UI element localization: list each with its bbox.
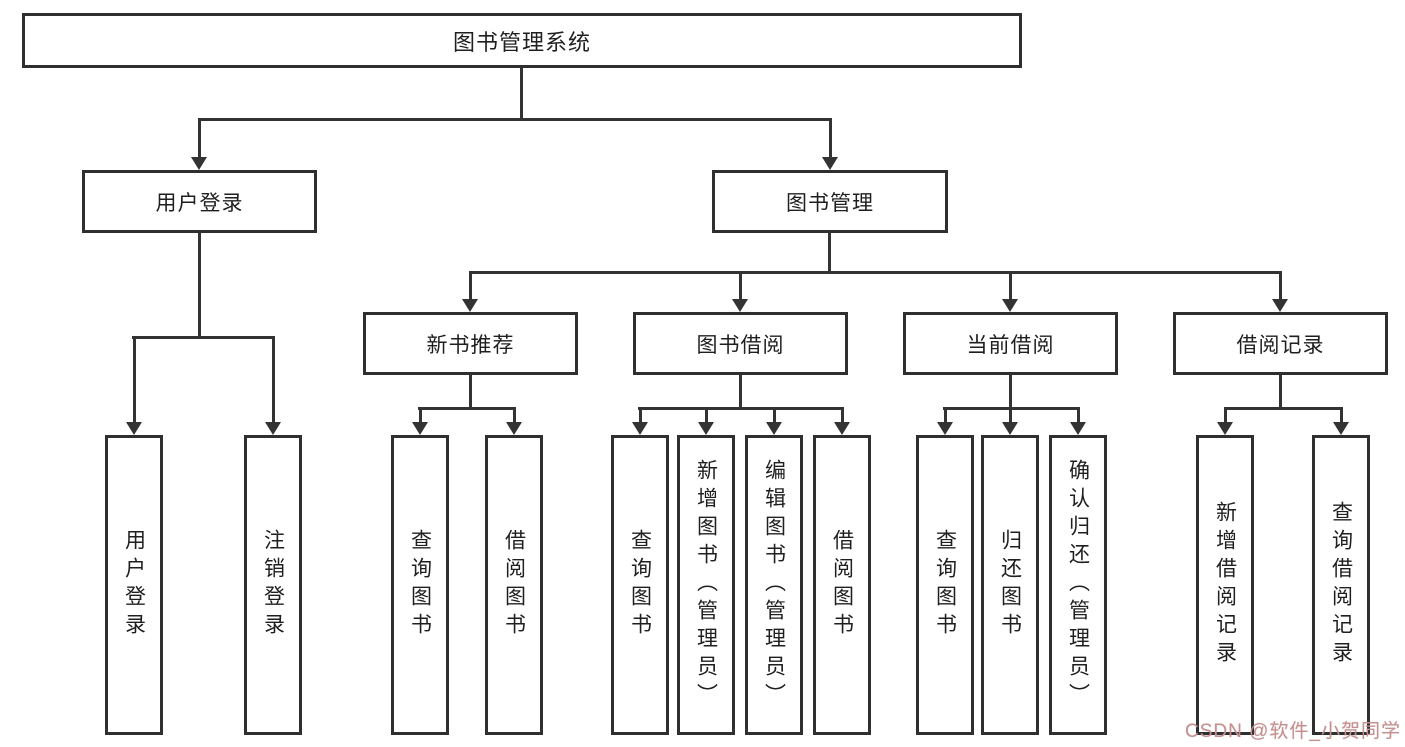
- csdn-watermark: CSDN @软件_小贺同学: [1185, 721, 1401, 742]
- connector-new-book-split: [418, 407, 516, 410]
- leaf-logout: 注销登录: [244, 435, 302, 735]
- arrow-borrow-borrow: [834, 407, 850, 435]
- arrow-borrow-query: [632, 407, 648, 435]
- arrow-to-leaf-user-login: [126, 336, 142, 435]
- node-borrow-records: 借阅记录: [1173, 312, 1388, 375]
- node-library-management-system: 图书管理系统: [22, 13, 1022, 68]
- arrow-to-book-management: [822, 118, 838, 170]
- leaf-borrow-add-books-admin: 新增图书（管理员）: [677, 435, 735, 735]
- connector-root-stem: [520, 68, 523, 121]
- leaf-borrow-borrow-books: 借阅图书: [813, 435, 871, 735]
- connector-book-management-split: [469, 271, 1282, 274]
- arrow-borrow-add: [698, 407, 714, 435]
- leaf-user-login: 用户登录: [105, 435, 163, 735]
- arrow-current-query: [937, 407, 953, 435]
- arrow-to-borrow-records: [1272, 271, 1288, 312]
- connector-borrow-records-stem: [1279, 375, 1282, 410]
- connector-user-login-stem: [198, 233, 201, 339]
- leaf-borrow-edit-books-admin: 编辑图书（管理员）: [745, 435, 803, 735]
- arrow-newbook-borrow: [506, 407, 522, 435]
- connector-current-borrow-stem: [1009, 375, 1012, 410]
- connector-new-book-stem: [469, 375, 472, 410]
- leaf-current-query-books: 查询图书: [916, 435, 974, 735]
- arrow-records-query: [1333, 407, 1349, 435]
- arrow-newbook-query: [412, 407, 428, 435]
- node-current-borrow: 当前借阅: [903, 312, 1118, 375]
- leaf-current-return-books: 归还图书: [981, 435, 1039, 735]
- node-book-management: 图书管理: [712, 170, 948, 233]
- arrow-borrow-edit: [766, 407, 782, 435]
- leaf-records-query-record: 查询借阅记录: [1312, 435, 1370, 735]
- leaf-current-confirm-return-admin: 确认归还（管理员）: [1049, 435, 1107, 735]
- leaf-records-add-record: 新增借阅记录: [1196, 435, 1254, 735]
- leaf-newbook-query-books: 查询图书: [391, 435, 449, 735]
- arrow-to-book-borrow: [732, 271, 748, 312]
- node-user-login: 用户登录: [82, 170, 317, 233]
- leaf-newbook-borrow-books: 借阅图书: [485, 435, 543, 735]
- arrow-current-return: [1002, 407, 1018, 435]
- connector-root-split: [198, 118, 831, 121]
- connector-borrow-records-split: [1224, 407, 1343, 410]
- connector-current-borrow-split: [943, 407, 1080, 410]
- connector-book-borrow-stem: [739, 375, 742, 410]
- connector-book-borrow-split: [638, 407, 844, 410]
- node-new-book-recommend: 新书推荐: [363, 312, 578, 375]
- arrow-to-leaf-logout: [265, 336, 281, 435]
- connector-book-management-stem: [828, 233, 831, 274]
- node-book-borrow: 图书借阅: [633, 312, 848, 375]
- arrow-to-user-login: [191, 118, 207, 170]
- arrow-to-current-borrow: [1002, 271, 1018, 312]
- connector-user-login-split: [132, 336, 274, 339]
- arrow-records-add: [1217, 407, 1233, 435]
- leaf-borrow-query-books: 查询图书: [611, 435, 669, 735]
- arrow-current-confirm: [1070, 407, 1086, 435]
- arrow-to-new-book-recommend: [462, 271, 478, 312]
